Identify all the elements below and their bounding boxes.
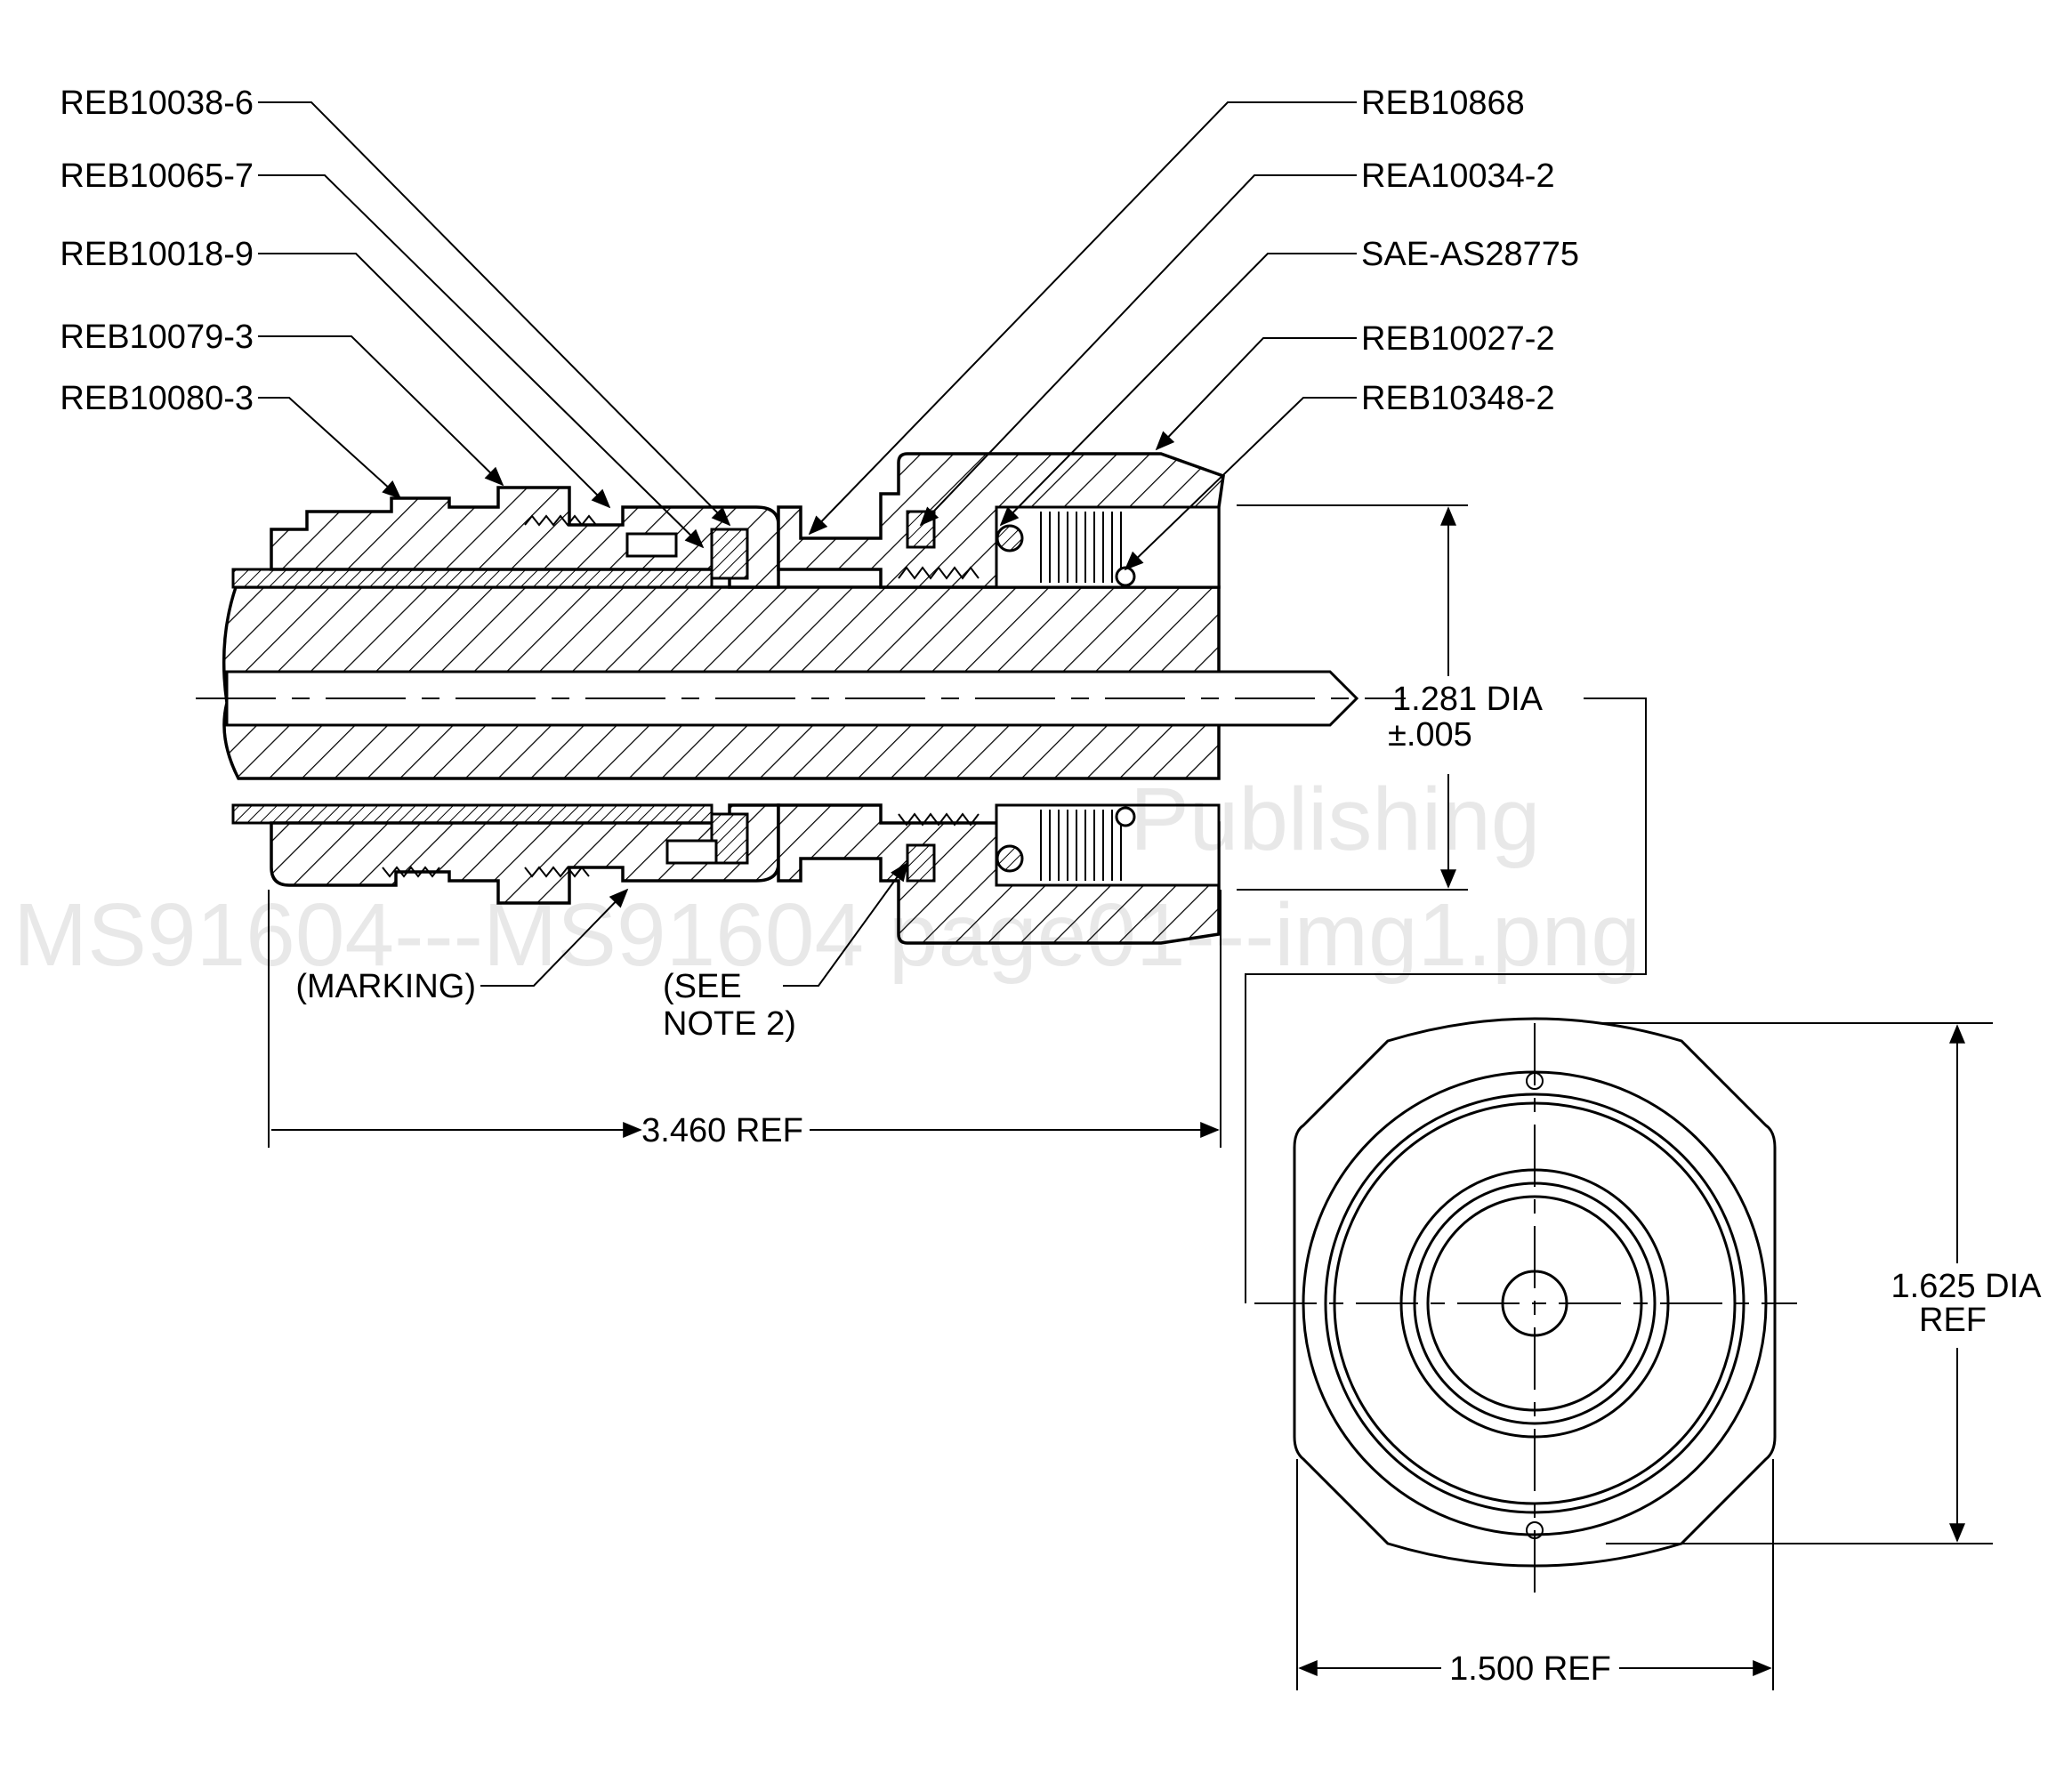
label-reb10868: REB10868	[1361, 85, 1525, 122]
watermark-line2: MS91604---MS91604 page01---img1.png	[13, 885, 1641, 985]
washer-top	[625, 532, 678, 558]
label-reb10027-2: REB10027-2	[1361, 320, 1555, 358]
labels: REB10038-6 REB10065-7 REB10018-9 REB1007…	[60, 85, 2042, 1688]
gasket-bottom	[710, 812, 749, 865]
end-view	[1254, 1017, 1797, 1593]
dim-outer-dia-ref: REF	[1919, 1302, 1987, 1339]
dim-flats: 1.500 REF	[1449, 1650, 1611, 1688]
label-reb10079-3: REB10079-3	[60, 319, 254, 356]
dim-overall-length: 3.460 REF	[641, 1112, 803, 1149]
retaining-ring-bottom	[1115, 806, 1136, 827]
watermark-line1: Publishing	[1130, 770, 1540, 869]
insert-top	[906, 510, 936, 549]
ferrule-bottom	[231, 803, 714, 825]
see-note-callout-2: NOTE 2)	[663, 1005, 796, 1043]
label-reb10065-7: REB10065-7	[60, 157, 254, 195]
dim-outer-dia: 1.625 DIA	[1891, 1268, 2043, 1305]
nut-cavity-top	[995, 505, 1221, 589]
label-reb10080-3: REB10080-3	[60, 380, 254, 417]
coupling-threads	[382, 512, 1122, 881]
label-rea10034-2: REA10034-2	[1361, 157, 1555, 195]
label-sae-as28775: SAE-AS28775	[1361, 236, 1579, 273]
insert-bottom	[906, 843, 936, 883]
label-reb10038-6: REB10038-6	[60, 85, 254, 122]
nut-cavity-bottom	[995, 803, 1221, 887]
label-reb10018-9: REB10018-9	[60, 236, 254, 273]
washer-bottom	[665, 839, 718, 865]
dimension-lines	[268, 504, 1993, 1690]
section-view	[222, 452, 1359, 945]
leader-lines	[258, 101, 1357, 987]
retaining-ring-top	[1115, 566, 1136, 587]
label-reb10348-2: REB10348-2	[1361, 380, 1555, 417]
dim-bore-dia: 1.281 DIA	[1392, 681, 1544, 718]
o-ring-top	[996, 524, 1024, 552]
see-note-callout-1: (SEE	[663, 968, 742, 1005]
gasket-top	[710, 528, 749, 580]
marking-callout: (MARKING)	[295, 968, 476, 1005]
ferrule-top	[231, 568, 714, 589]
dim-bore-tol: ±.005	[1388, 716, 1472, 754]
o-ring-bottom	[996, 844, 1024, 873]
